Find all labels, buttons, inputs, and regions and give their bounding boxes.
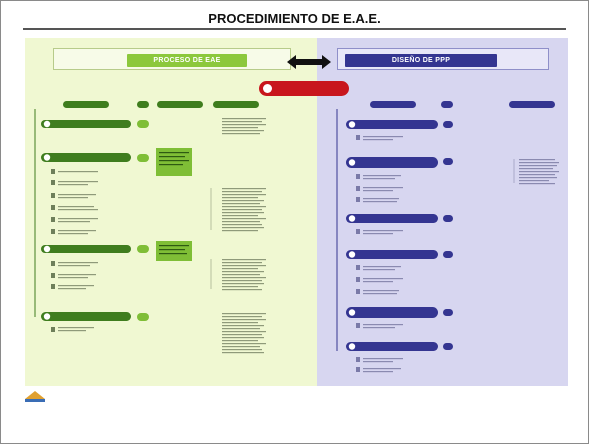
eae-header: PROCESO DE EAE <box>127 54 247 67</box>
eae-step-2 <box>41 148 266 235</box>
eae-step-3 <box>41 241 266 291</box>
column-header-pill <box>137 101 149 108</box>
numbered-callout <box>259 81 349 96</box>
eae-step-4 <box>41 312 266 354</box>
logo <box>25 389 45 403</box>
column-header-pill <box>213 101 259 108</box>
title-divider <box>23 28 566 30</box>
ppp-header-label: DISEÑO DE PPP <box>391 57 451 64</box>
ppp-column-headers <box>370 101 555 108</box>
ppp-steps <box>346 120 453 351</box>
page-title: PROCEDIMIENTO DE E.A.E. <box>208 11 381 26</box>
eae-header-label: PROCESO DE EAE <box>153 57 221 64</box>
ppp-header: DISEÑO DE PPP <box>345 54 497 67</box>
column-header-pill <box>63 101 109 108</box>
eae-step-1 <box>41 118 266 135</box>
column-header-pill <box>157 101 203 108</box>
numbered-step-icon <box>263 84 272 93</box>
double-arrow-icon <box>287 55 331 69</box>
eae-column-headers <box>63 101 259 108</box>
